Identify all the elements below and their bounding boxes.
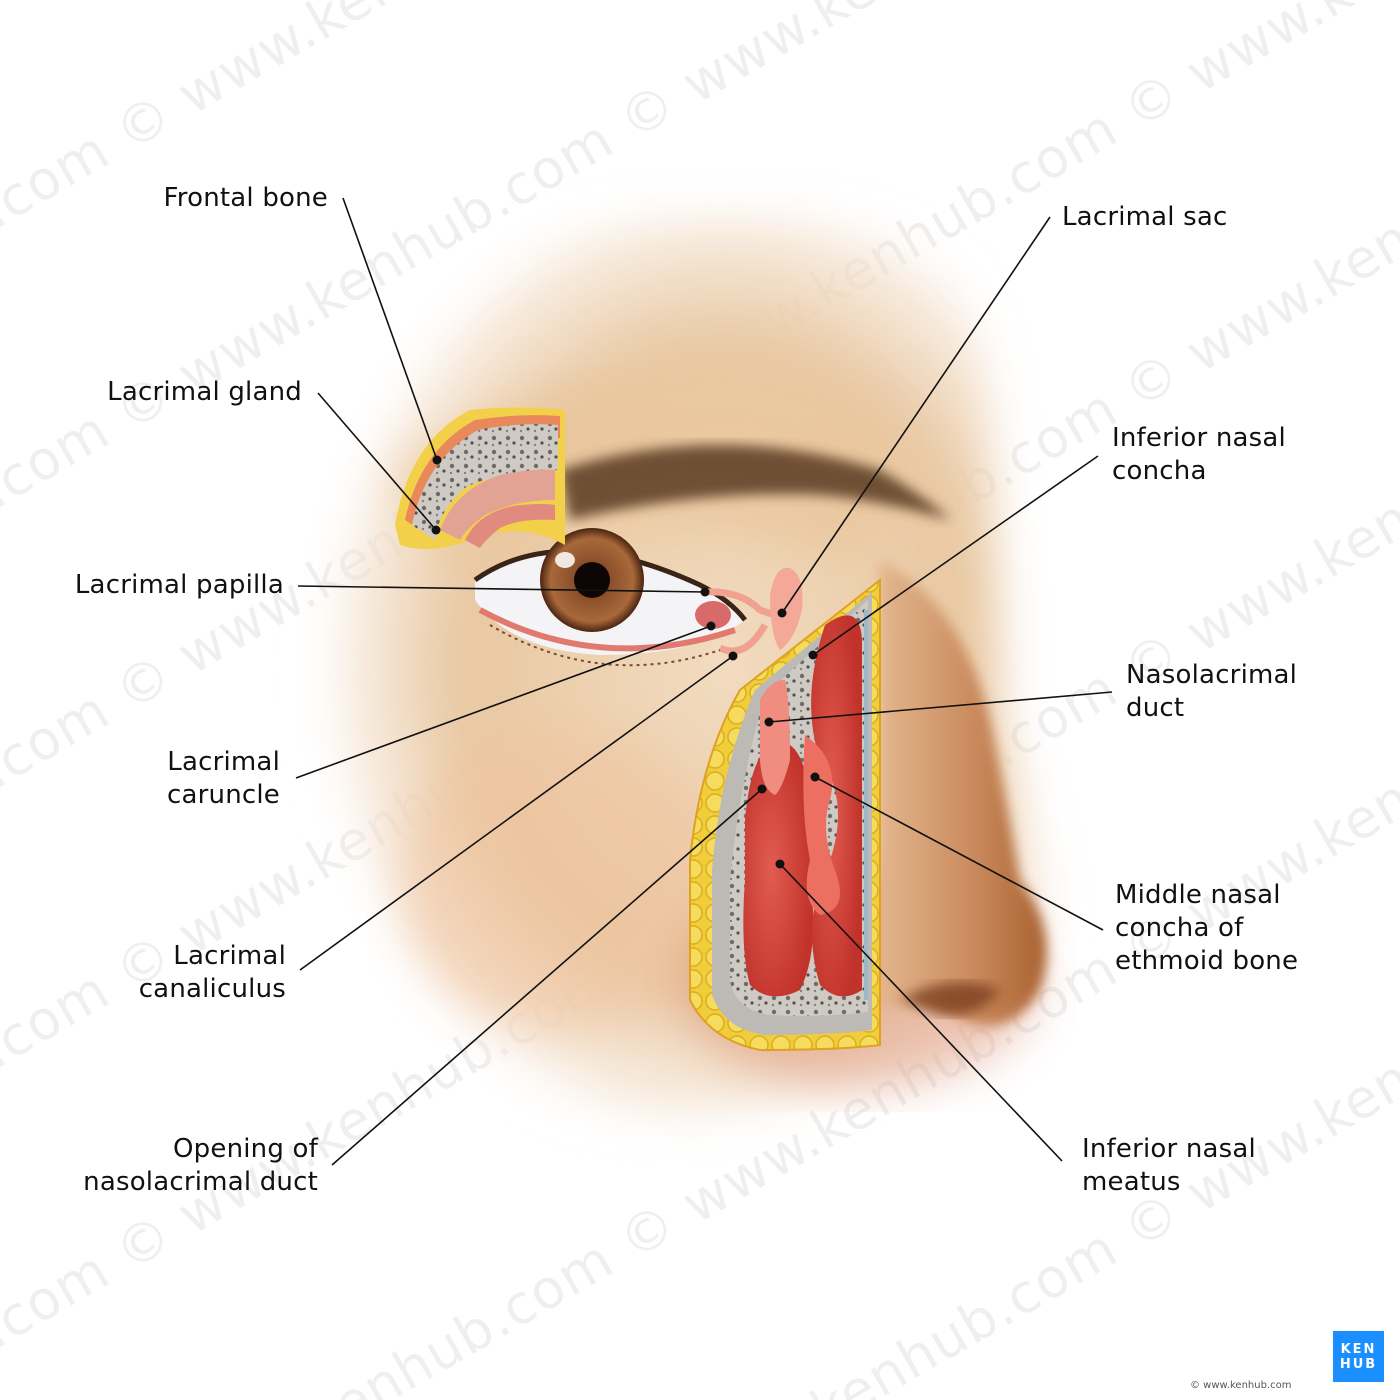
leader-inferior-nasal-concha [812, 455, 1099, 656]
marker-inferior-nasal-meatus [775, 859, 785, 869]
logo-line-1: KEN [1340, 1341, 1377, 1357]
leader-opening-nasolacrimal-duct [331, 788, 763, 1166]
label-line: ethmoid bone [1115, 946, 1299, 976]
copyright-text: © www.kenhub.com [1190, 1380, 1292, 1391]
label-text: Lacrimal sac [1062, 202, 1228, 232]
marker-nasolacrimal-duct [764, 717, 774, 727]
label-opening-nasolacrimal-duct: Opening of nasolacrimal duct [40, 1133, 318, 1199]
leader-lacrimal-caruncle [295, 625, 712, 779]
marker-inferior-nasal-concha [808, 650, 818, 660]
eye [473, 528, 803, 667]
label-line: meatus [1082, 1167, 1181, 1197]
label-line: duct [1126, 693, 1185, 723]
leader-nasolacrimal-duct [768, 691, 1113, 723]
leader-lacrimal-sac [781, 216, 1051, 614]
label-lacrimal-sac: Lacrimal sac [1062, 201, 1228, 234]
label-line: nasolacrimal duct [83, 1167, 318, 1197]
marker-lacrimal-caruncle [706, 621, 716, 631]
label-line: caruncle [167, 780, 280, 810]
label-text: Frontal bone [163, 183, 328, 213]
label-line: Opening of [173, 1134, 318, 1164]
label-line: Lacrimal [173, 941, 286, 971]
label-line: concha of [1115, 913, 1244, 943]
label-lacrimal-canaliculus: Lacrimal canaliculus [80, 940, 286, 1006]
leader-frontal-bone [342, 197, 438, 461]
marker-middle-nasal-concha [810, 772, 820, 782]
label-inferior-nasal-meatus: Inferior nasal meatus [1082, 1133, 1256, 1199]
label-lacrimal-caruncle: Lacrimal caruncle [100, 746, 280, 812]
kenhub-logo: KEN HUB [1333, 1331, 1384, 1382]
label-lacrimal-gland: Lacrimal gland [40, 376, 302, 409]
marker-frontal-bone [432, 455, 442, 465]
marker-lacrimal-papilla [700, 587, 710, 597]
label-frontal-bone: Frontal bone [100, 182, 328, 215]
label-line: Nasolacrimal [1126, 660, 1298, 690]
label-line: Inferior nasal [1082, 1134, 1256, 1164]
label-nasolacrimal-duct: Nasolacrimal duct [1126, 659, 1297, 725]
leader-lacrimal-papilla [297, 585, 706, 593]
label-line: concha [1112, 456, 1207, 486]
eyebrow [560, 445, 950, 520]
leader-middle-nasal-concha [814, 776, 1104, 931]
nasal-cavity-cross-section [689, 577, 881, 1052]
label-lacrimal-papilla: Lacrimal papilla [20, 569, 284, 602]
marker-opening-nasolacrimal-duct [757, 784, 767, 794]
marker-lacrimal-gland [431, 525, 441, 535]
leader-lacrimal-canaliculus [299, 655, 734, 971]
label-line: canaliculus [138, 974, 286, 1004]
logo-line-2: HUB [1339, 1356, 1378, 1372]
label-line: Middle nasal [1115, 880, 1281, 910]
label-line: Lacrimal [167, 747, 280, 777]
marker-lacrimal-canaliculus [728, 651, 738, 661]
marker-lacrimal-sac [777, 608, 787, 618]
leader-inferior-nasal-meatus [779, 863, 1063, 1162]
leader-lacrimal-gland [317, 392, 437, 531]
orbit-cross-section [395, 407, 565, 549]
label-inferior-nasal-concha: Inferior nasal concha [1112, 422, 1286, 488]
nose [880, 560, 1047, 1026]
label-middle-nasal-concha: Middle nasal concha of ethmoid bone [1115, 879, 1298, 978]
label-line: Inferior nasal [1112, 423, 1286, 453]
label-text: Lacrimal papilla [74, 570, 284, 600]
label-text: Lacrimal gland [107, 377, 302, 407]
